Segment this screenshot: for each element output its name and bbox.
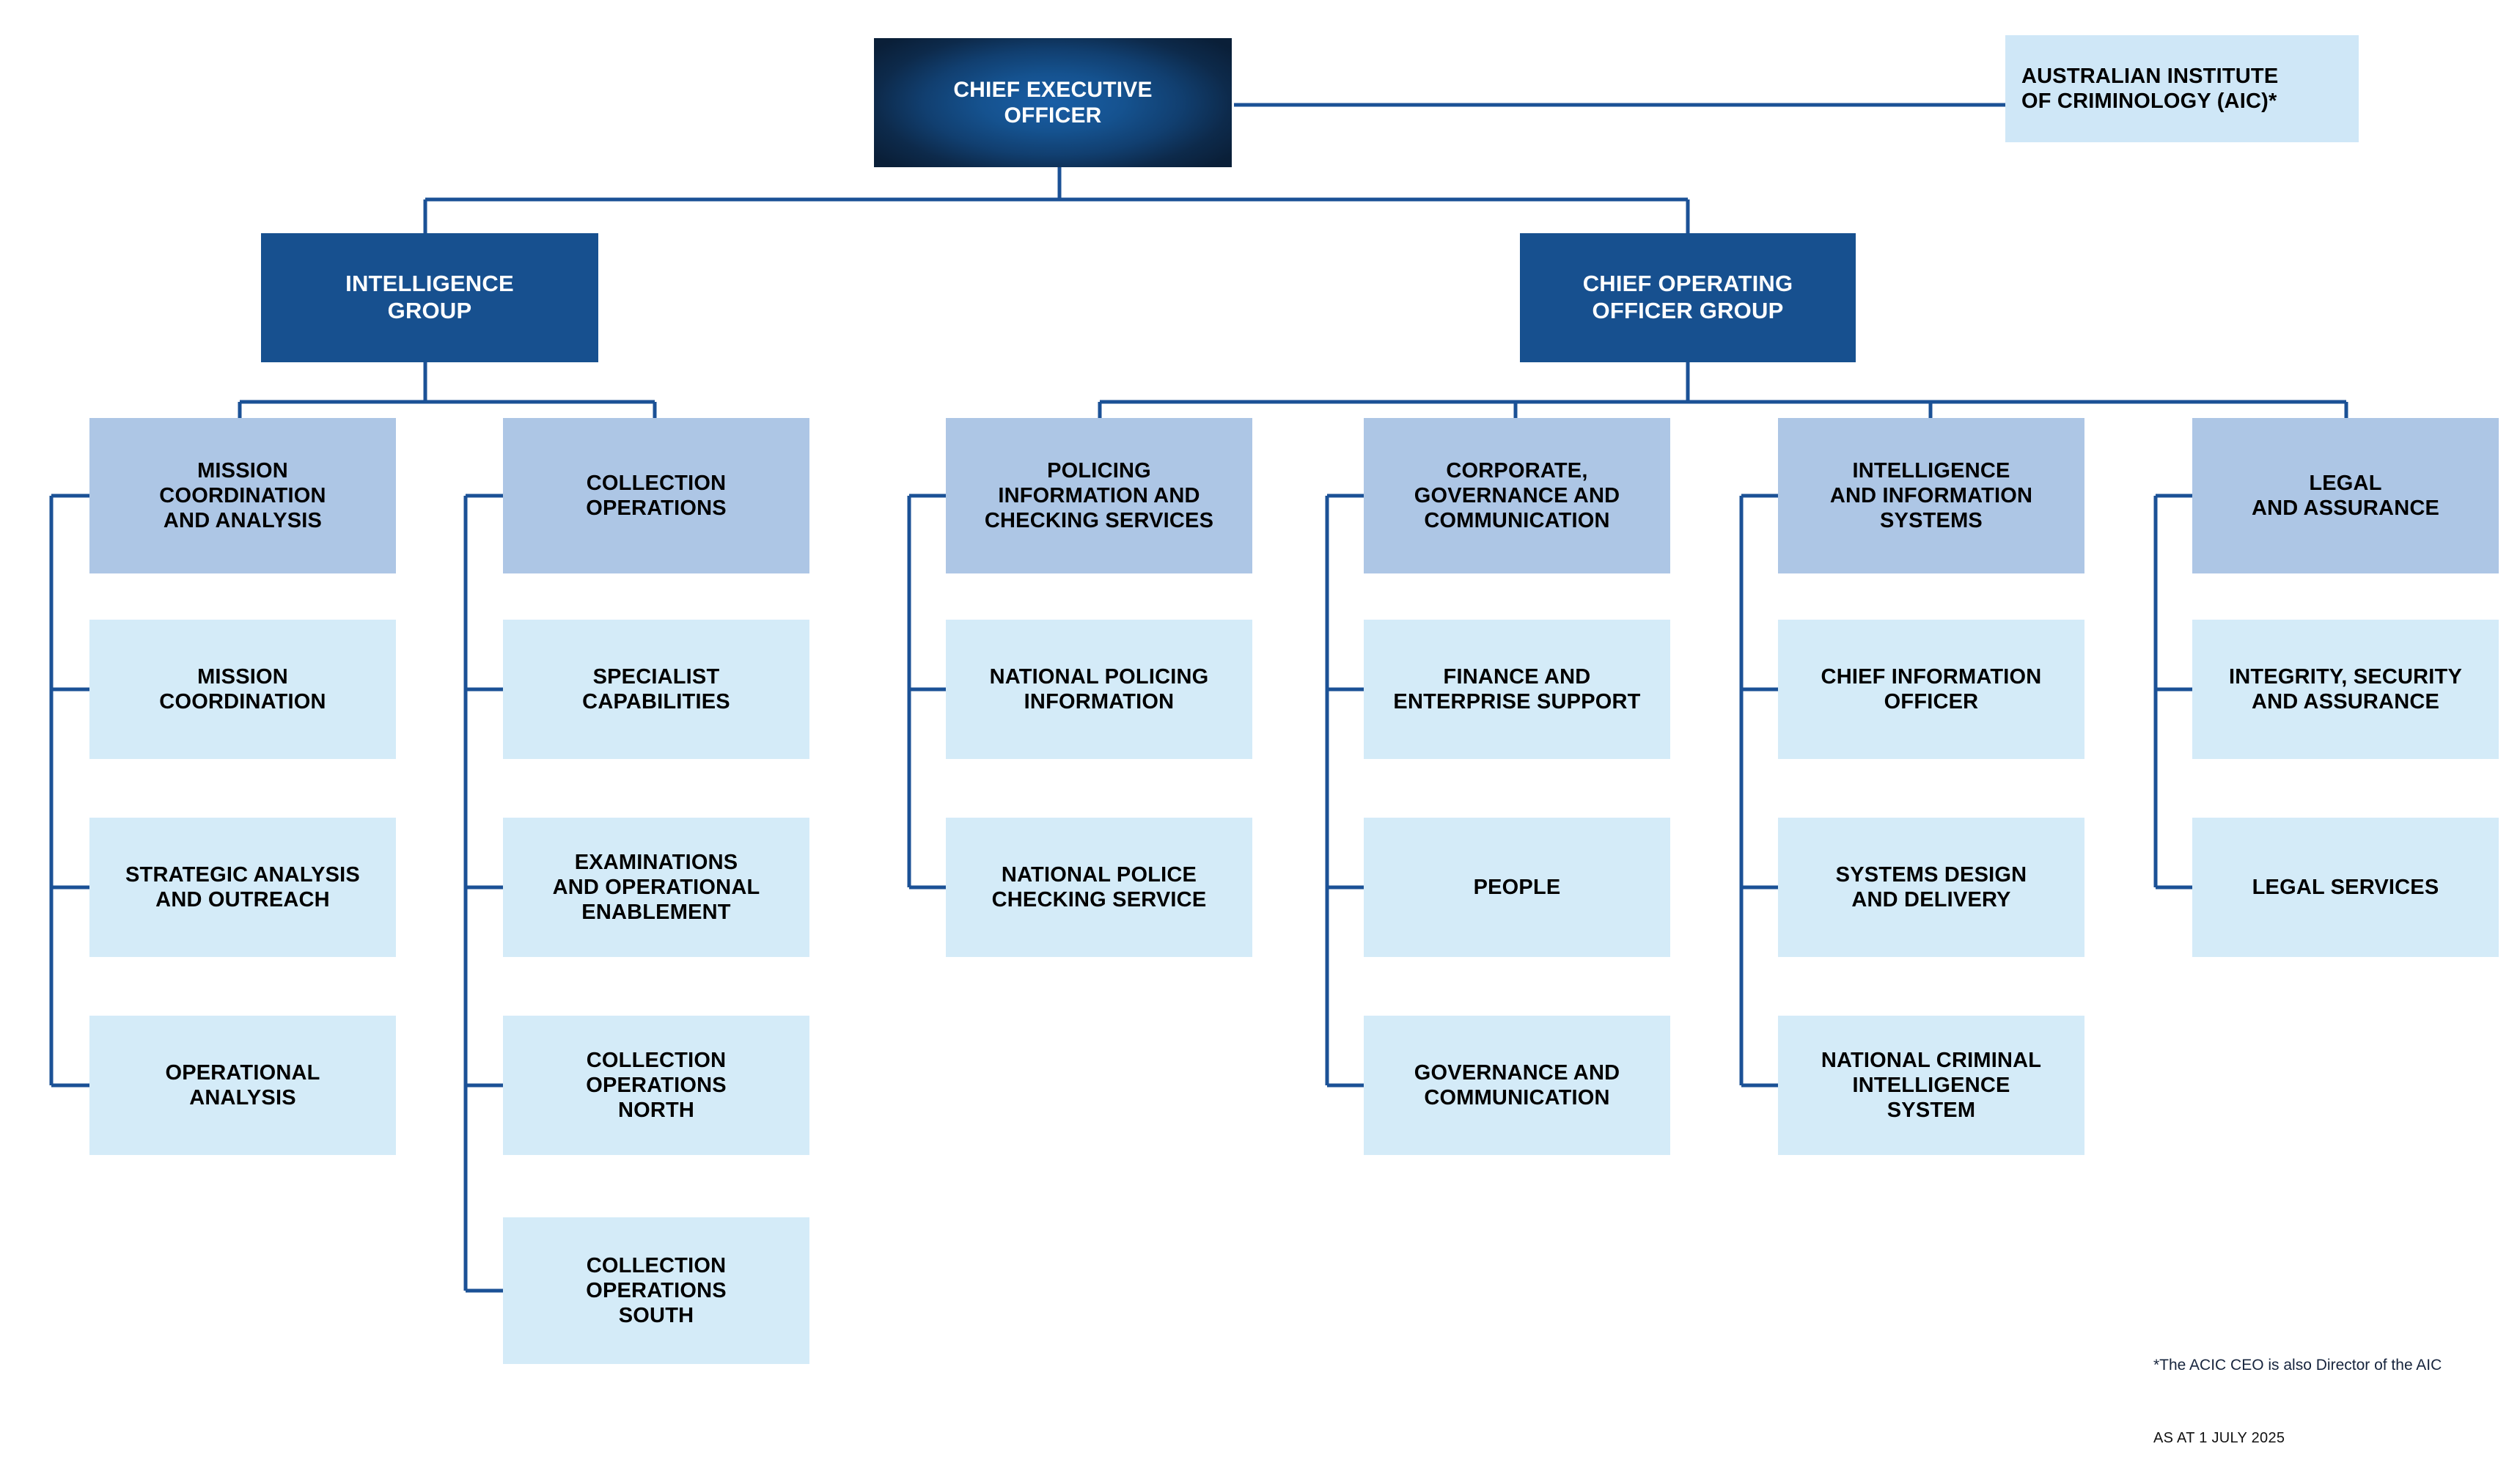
node-label: CHIEF EXECUTIVE OFFICER [953,77,1153,128]
node-systems-design-and-delivery[interactable]: SYSTEMS DESIGN AND DELIVERY [1778,818,2084,957]
node-label: LEGAL SERVICES [2252,875,2439,899]
node-collection-operations[interactable]: COLLECTION OPERATIONS [503,418,809,573]
node-national-policing-information[interactable]: NATIONAL POLICING INFORMATION [946,620,1252,759]
node-corporate-governance-and-communication[interactable]: CORPORATE, GOVERNANCE AND COMMUNICATION [1364,418,1670,573]
node-chief-executive-officer[interactable]: CHIEF EXECUTIVE OFFICER [874,38,1232,167]
node-national-police-checking-service[interactable]: NATIONAL POLICE CHECKING SERVICE [946,818,1252,957]
node-label: CHIEF OPERATING OFFICER GROUP [1582,271,1793,323]
node-label: EXAMINATIONS AND OPERATIONAL ENABLEMENT [552,850,760,925]
node-label: INTEGRITY, SECURITY AND ASSURANCE [2229,664,2462,714]
node-intelligence-and-information-systems[interactable]: INTELLIGENCE AND INFORMATION SYSTEMS [1778,418,2084,573]
node-label: GOVERNANCE AND COMMUNICATION [1414,1060,1620,1110]
footnote-aic-note: *The ACIC CEO is also Director of the AI… [2153,1357,2442,1374]
node-mission-coordination[interactable]: MISSION COORDINATION [89,620,396,759]
node-label: NATIONAL POLICE CHECKING SERVICE [991,862,1207,912]
node-label: COLLECTION OPERATIONS NORTH [586,1048,727,1123]
node-label: LEGAL AND ASSURANCE [2251,471,2440,520]
node-chief-information-officer[interactable]: CHIEF INFORMATION OFFICER [1778,620,2084,759]
node-label: SPECIALIST CAPABILITIES [582,664,730,714]
node-collection-operations-south[interactable]: COLLECTION OPERATIONS SOUTH [503,1217,809,1364]
node-legal-and-assurance[interactable]: LEGAL AND ASSURANCE [2192,418,2499,573]
node-mission-coordination-and-analysis[interactable]: MISSION COORDINATION AND ANALYSIS [89,418,396,573]
node-chief-operating-officer-group[interactable]: CHIEF OPERATING OFFICER GROUP [1520,233,1856,362]
node-collection-operations-north[interactable]: COLLECTION OPERATIONS NORTH [503,1016,809,1155]
node-label: SYSTEMS DESIGN AND DELIVERY [1835,862,2027,912]
node-label: MISSION COORDINATION AND ANALYSIS [159,458,326,533]
node-legal-services[interactable]: LEGAL SERVICES [2192,818,2499,957]
node-label: PEOPLE [1473,875,1561,899]
node-integrity-security-and-assurance[interactable]: INTEGRITY, SECURITY AND ASSURANCE [2192,620,2499,759]
node-label: POLICING INFORMATION AND CHECKING SERVIC… [984,458,1214,533]
node-intelligence-group[interactable]: INTELLIGENCE GROUP [261,233,598,362]
node-operational-analysis[interactable]: OPERATIONAL ANALYSIS [89,1016,396,1155]
node-specialist-capabilities[interactable]: SPECIALIST CAPABILITIES [503,620,809,759]
node-national-criminal-intelligence-system[interactable]: NATIONAL CRIMINAL INTELLIGENCE SYSTEM [1778,1016,2084,1155]
node-governance-and-communication[interactable]: GOVERNANCE AND COMMUNICATION [1364,1016,1670,1155]
node-label: INTELLIGENCE AND INFORMATION SYSTEMS [1829,458,2033,533]
node-policing-information-and-checking-services[interactable]: POLICING INFORMATION AND CHECKING SERVIC… [946,418,1252,573]
node-label: OPERATIONAL ANALYSIS [165,1060,320,1110]
node-label: MISSION COORDINATION [159,664,326,714]
node-strategic-analysis-and-outreach[interactable]: STRATEGIC ANALYSIS AND OUTREACH [89,818,396,957]
node-label: COLLECTION OPERATIONS [586,471,727,520]
node-label: NATIONAL CRIMINAL INTELLIGENCE SYSTEM [1821,1048,2042,1123]
node-label: CHIEF INFORMATION OFFICER [1821,664,2042,714]
node-australian-institute-of-criminology[interactable]: AUSTRALIAN INSTITUTE OF CRIMINOLOGY (AIC… [2005,35,2359,142]
node-label: FINANCE AND ENTERPRISE SUPPORT [1393,664,1641,714]
node-finance-and-enterprise-support[interactable]: FINANCE AND ENTERPRISE SUPPORT [1364,620,1670,759]
node-label: NATIONAL POLICING INFORMATION [989,664,1209,714]
node-examinations-and-operational-enablement[interactable]: EXAMINATIONS AND OPERATIONAL ENABLEMENT [503,818,809,957]
node-label: INTELLIGENCE GROUP [345,271,514,323]
node-label: CORPORATE, GOVERNANCE AND COMMUNICATION [1414,458,1620,533]
node-label: AUSTRALIAN INSTITUTE OF CRIMINOLOGY (AIC… [2021,64,2279,113]
node-label: COLLECTION OPERATIONS SOUTH [586,1253,727,1328]
node-people[interactable]: PEOPLE [1364,818,1670,957]
node-label: STRATEGIC ANALYSIS AND OUTREACH [125,862,360,912]
footnote-as-at-date: AS AT 1 JULY 2025 [2153,1430,2285,1446]
